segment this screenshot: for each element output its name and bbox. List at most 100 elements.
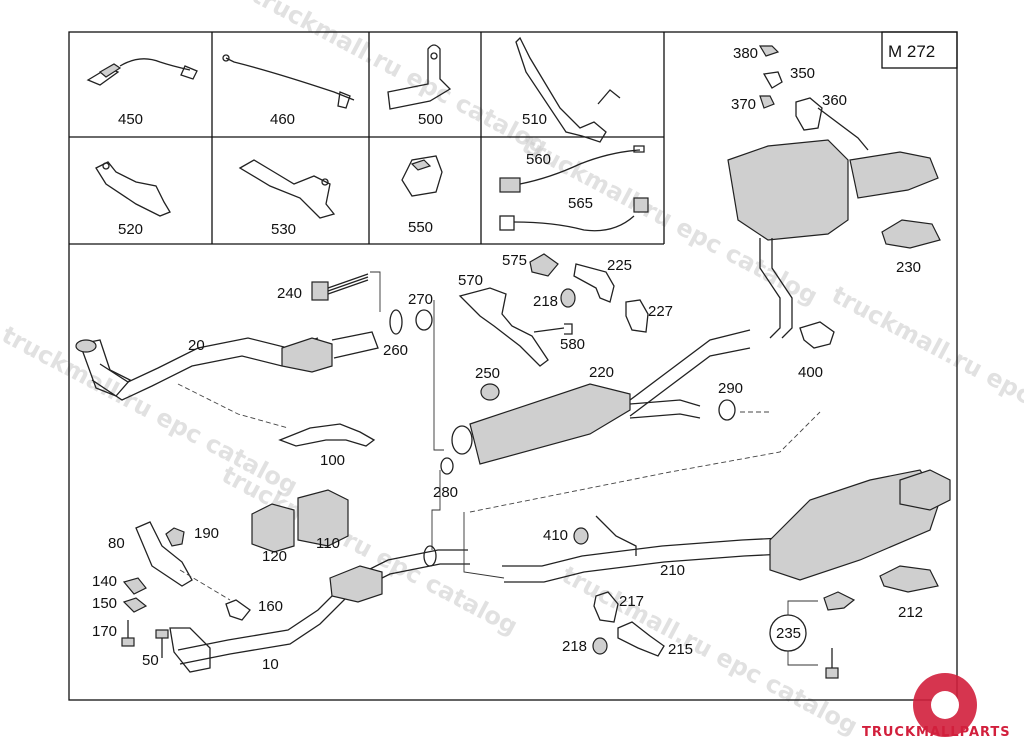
leader-line <box>463 512 505 579</box>
heat-shield-120-part <box>251 503 295 553</box>
label-230: 230 <box>896 259 921 276</box>
label-560: 560 <box>526 151 551 168</box>
seal-250-part <box>480 383 500 401</box>
diagram-frame <box>68 31 958 701</box>
label-250: 250 <box>475 365 500 382</box>
mount-217-part <box>593 591 619 623</box>
label-215: 215 <box>668 641 693 658</box>
seal-270-part <box>415 309 433 331</box>
label-120: 120 <box>262 548 287 565</box>
leader-line <box>787 600 818 666</box>
label-50: 50 <box>142 652 159 669</box>
label-140: 140 <box>92 573 117 590</box>
clamp-150-part <box>122 597 148 613</box>
leader-line <box>431 470 441 550</box>
bracket-510-part <box>515 36 621 143</box>
label-370: 370 <box>731 96 756 113</box>
clip-235-part <box>823 591 856 611</box>
logo-text: TRUCKMALLPARTS <box>862 725 1011 740</box>
parts-grid <box>69 32 665 245</box>
tailpipe-212-part <box>879 565 939 593</box>
label-170: 170 <box>92 623 117 640</box>
model-code: M 272 <box>888 42 935 61</box>
label-510: 510 <box>522 111 547 128</box>
bolt-170-part <box>121 620 135 647</box>
bolt-50-part <box>155 629 169 658</box>
label-260: 260 <box>383 342 408 359</box>
label-270: 270 <box>408 291 433 308</box>
label-410: 410 <box>543 527 568 544</box>
label-240: 240 <box>277 285 302 302</box>
label-280: 280 <box>433 484 458 501</box>
intermediate-pipe-220-part <box>451 329 751 465</box>
tailpipe-230-part <box>881 219 941 249</box>
hanger-360-part <box>795 97 869 151</box>
sensor-wire-part <box>222 54 355 109</box>
model-code-box <box>881 31 958 69</box>
label-220: 220 <box>589 364 614 381</box>
label-520: 520 <box>118 221 143 238</box>
label-400: 400 <box>798 364 823 381</box>
label-360: 360 <box>822 92 847 109</box>
clamp-575-part <box>529 253 559 277</box>
label-110: 110 <box>316 535 340 552</box>
truckmallparts-logo: TRUCKMALLPARTS <box>862 673 1011 740</box>
label-575: 575 <box>502 252 527 269</box>
bracket-570-part <box>458 287 549 367</box>
hanger-215-part <box>617 621 665 657</box>
nut-380-part <box>758 45 780 57</box>
oxygen-sensor-part <box>86 58 198 86</box>
leader-line <box>433 300 444 451</box>
leader-line <box>469 411 821 513</box>
mount-410-part <box>573 527 589 545</box>
label-150: 150 <box>92 595 117 612</box>
sensor-wire-565-part <box>499 197 649 232</box>
label-10: 10 <box>262 656 279 673</box>
label-218b: 218 <box>562 638 587 655</box>
gasket-260-part <box>389 309 403 335</box>
label-460: 460 <box>270 111 295 128</box>
bracket-100-part <box>278 423 376 447</box>
rear-muffler-212-assembly-part <box>769 469 951 581</box>
label-550: 550 <box>408 219 433 236</box>
label-20: 20 <box>188 337 205 354</box>
label-350: 350 <box>790 65 815 82</box>
seal-280-part <box>440 457 454 475</box>
label-190: 190 <box>194 525 219 542</box>
label-217: 217 <box>619 593 644 610</box>
bolt-580-part <box>533 323 573 335</box>
leader-line <box>370 271 381 312</box>
watermark: truckmall.ru epc catalog <box>0 321 302 501</box>
clamp-550-part <box>401 155 443 197</box>
label-235: 235 <box>776 625 801 642</box>
clamp-290-part <box>718 399 736 421</box>
bracket-520-part <box>95 161 171 217</box>
bolt-235-part <box>825 648 839 679</box>
leader-line <box>177 383 289 429</box>
label-225: 225 <box>607 257 632 274</box>
label-100: 100 <box>320 452 345 469</box>
front-pipe-20-part <box>75 331 379 401</box>
bracket-400-part <box>799 321 835 349</box>
label-160: 160 <box>258 598 283 615</box>
front-pipe-10-part <box>169 545 470 673</box>
watermark: truckmall.ru epc catalog <box>827 281 1024 461</box>
clamp-140-part <box>122 577 147 595</box>
label-570: 570 <box>458 272 483 289</box>
heat-shield-110-part <box>297 489 349 547</box>
label-210: 210 <box>660 562 685 579</box>
bolt-240-part <box>311 273 369 301</box>
label-290: 290 <box>718 380 743 397</box>
label-500: 500 <box>418 111 443 128</box>
bracket-160-part <box>225 599 251 621</box>
sensor-wire-560-part <box>499 145 645 193</box>
nut-190-part <box>165 527 185 547</box>
hanger-225-part <box>573 263 615 303</box>
bracket-530-part <box>238 159 336 219</box>
nut-370-part <box>759 95 775 109</box>
label-212: 212 <box>898 604 923 621</box>
bracket-80-part <box>135 521 193 587</box>
rear-muffler-upper-part <box>727 139 939 339</box>
label-80: 80 <box>108 535 125 552</box>
